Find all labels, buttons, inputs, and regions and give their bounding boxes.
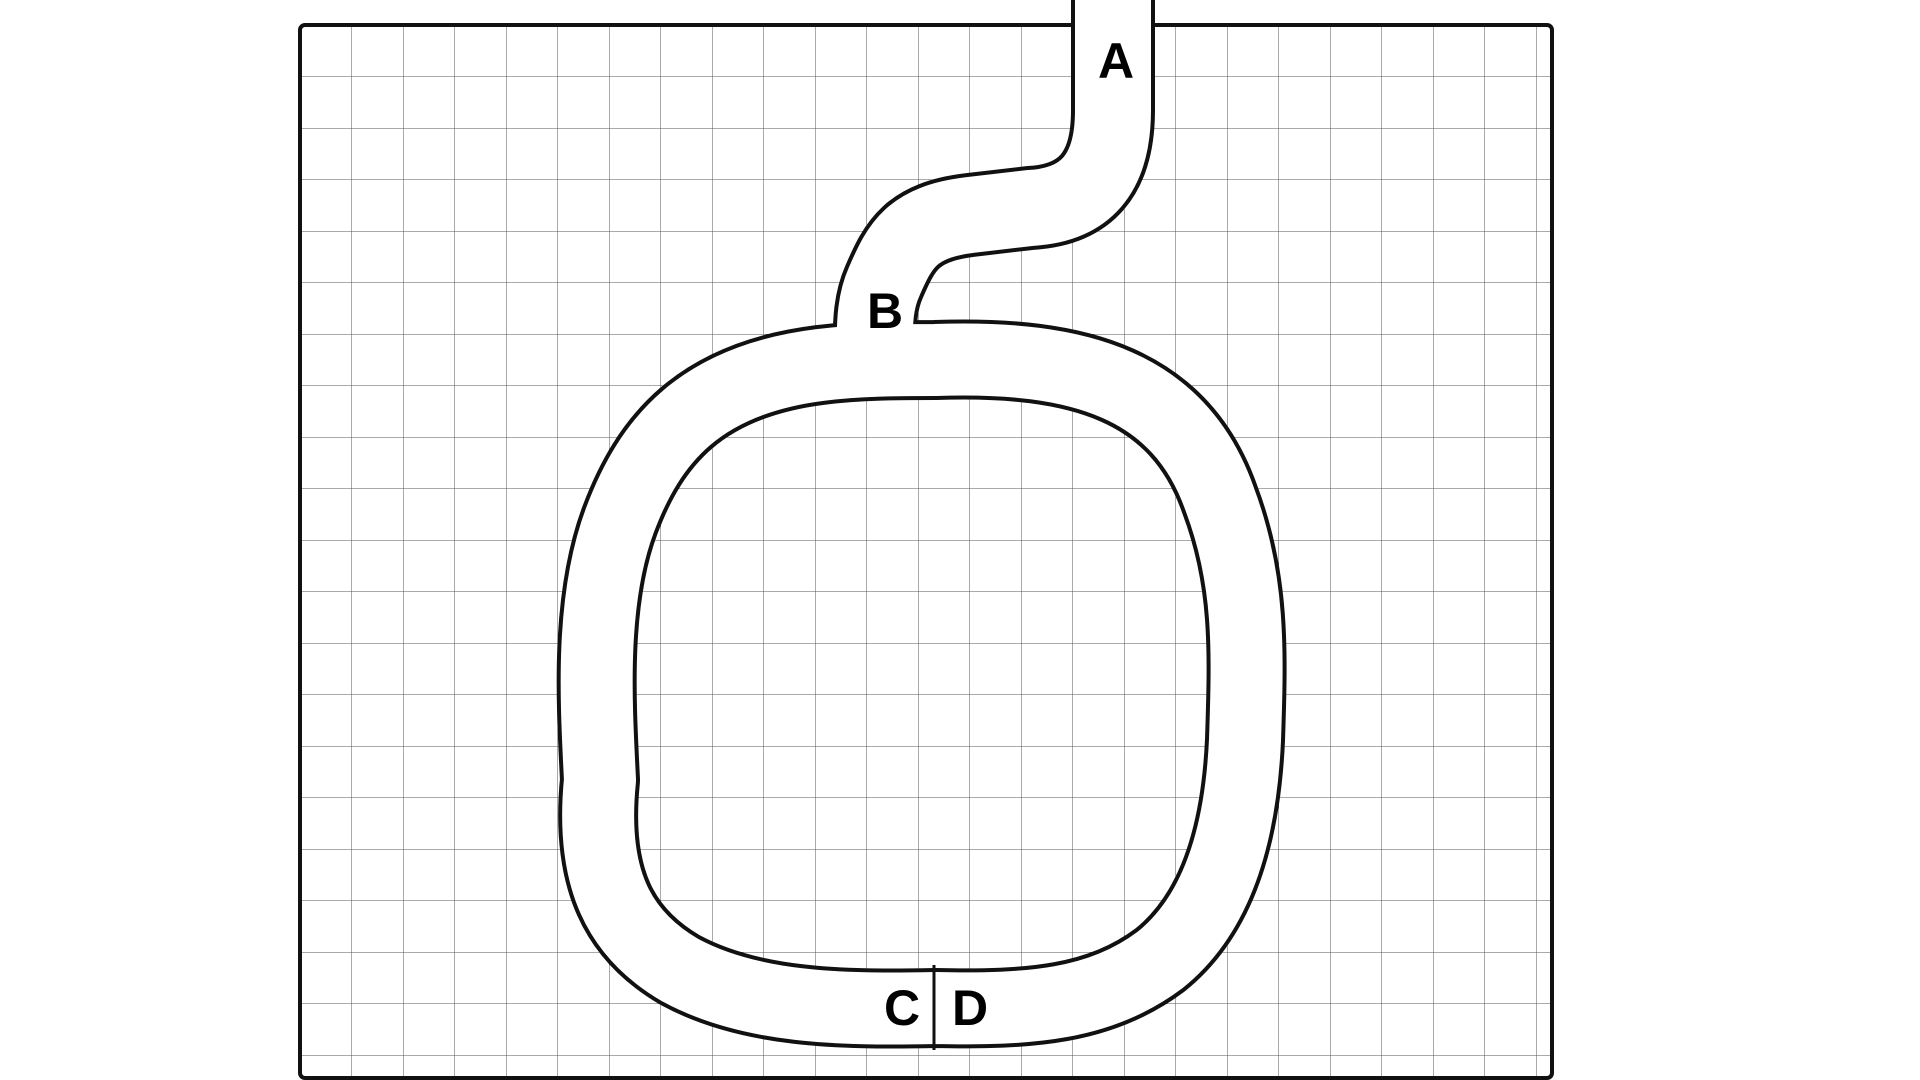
label-a: A <box>1098 33 1134 89</box>
label-b: B <box>867 283 903 339</box>
board-border <box>298 23 1554 1080</box>
maze-corridor <box>556 0 1287 1049</box>
label-c: C <box>884 980 920 1036</box>
label-d: D <box>952 980 988 1036</box>
corridor-fill-loop <box>560 323 1283 1045</box>
corridor-fill-upper <box>836 0 1151 390</box>
